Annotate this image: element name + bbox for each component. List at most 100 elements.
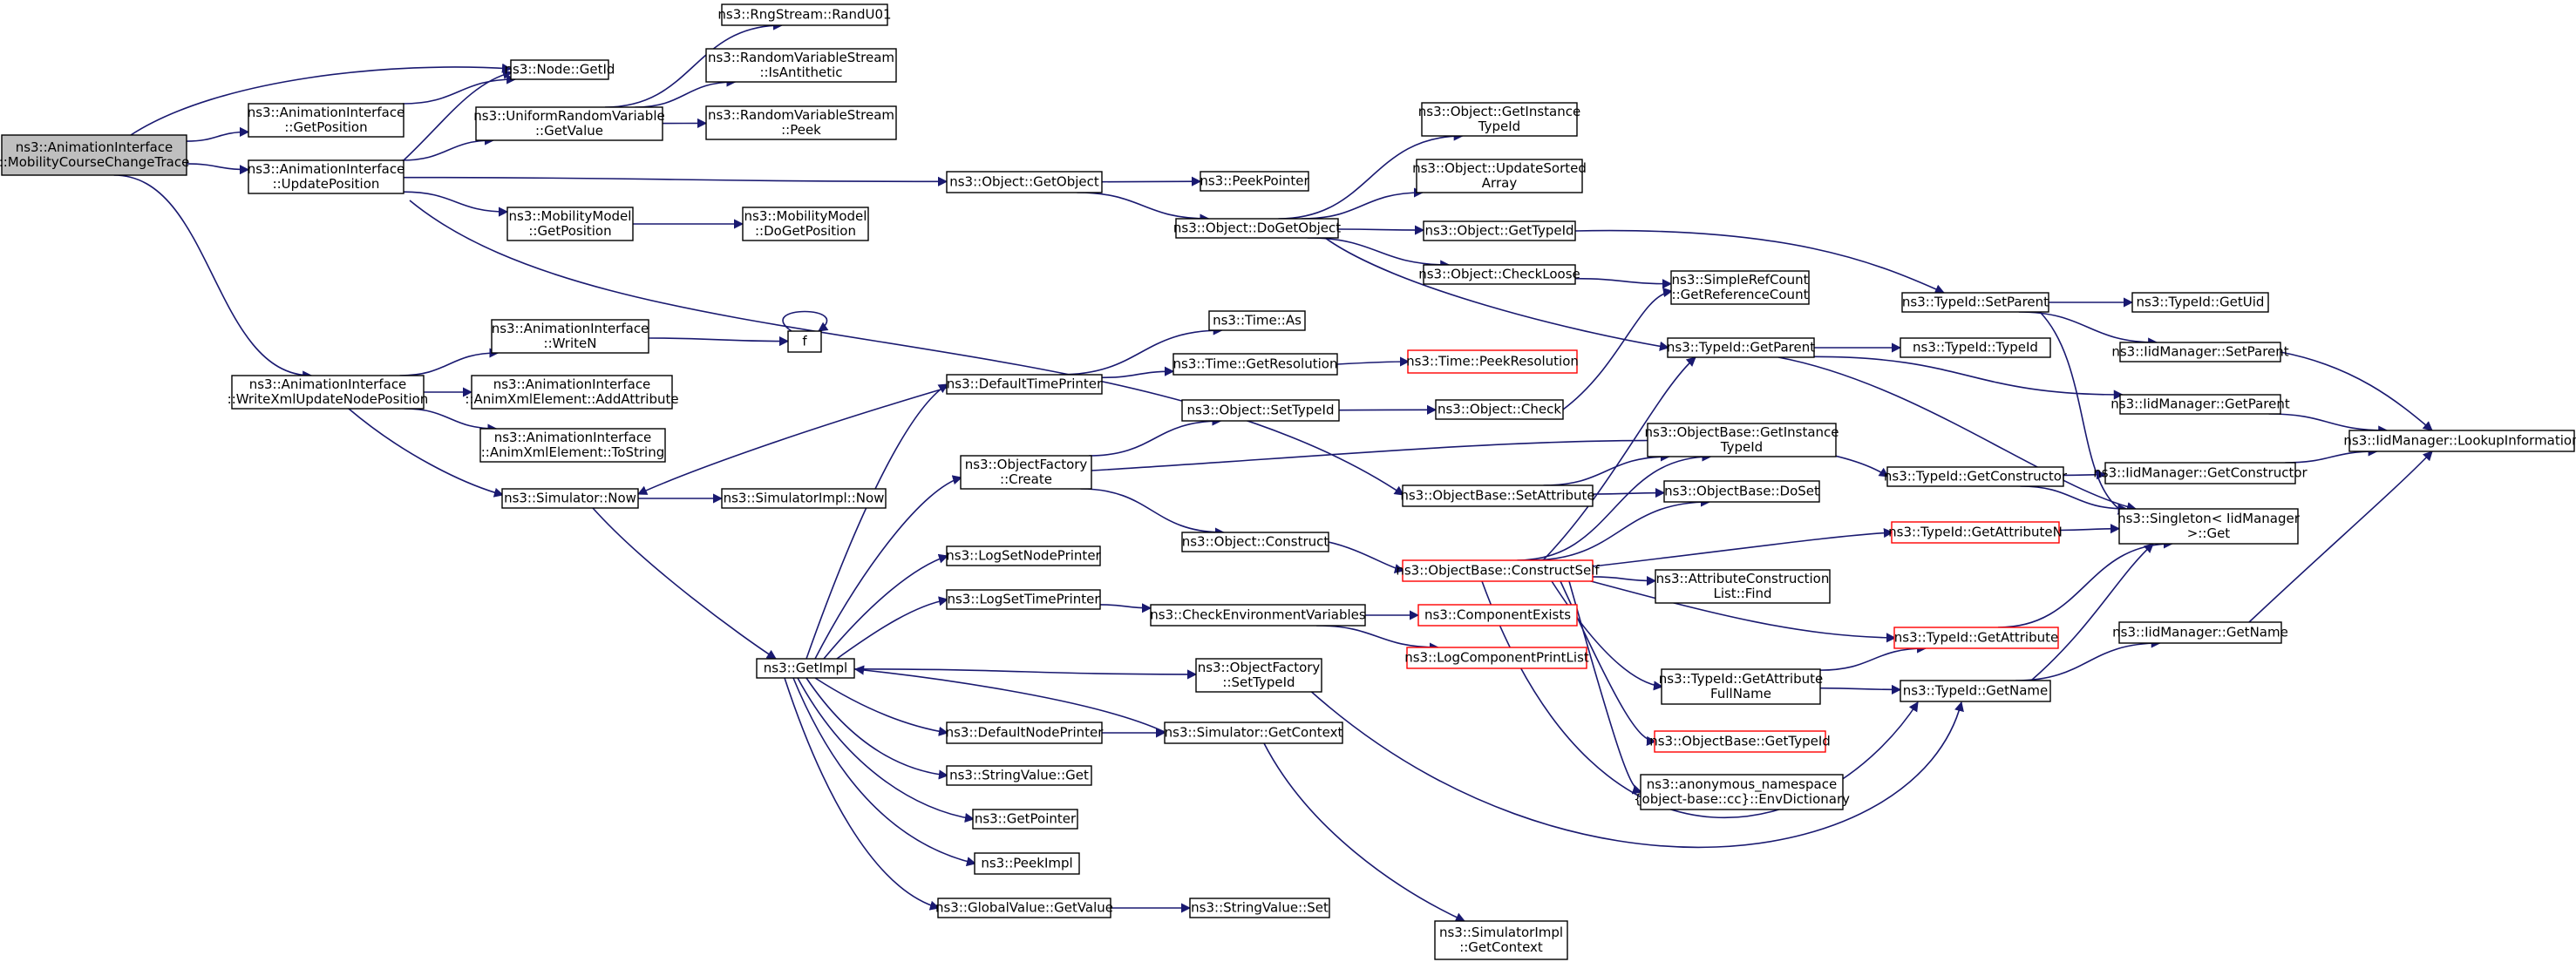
node-ai-write-n[interactable]: ns3::AnimationInterface::WriteN <box>491 319 649 354</box>
node-label: ns3::IidManager::GetConstructor <box>2093 465 2308 481</box>
node-box <box>1667 337 1815 358</box>
node-to-string[interactable]: ns3::AnimationInterface::AnimXmlElement:… <box>479 428 666 463</box>
node-label: ::AnimXmlElement::AddAttribute <box>465 391 678 407</box>
node-mm-get-position[interactable]: ns3::MobilityModel::GetPosition <box>506 207 634 241</box>
node-rvs-peek[interactable]: ns3::RandomVariableStream::Peek <box>705 105 897 140</box>
node-tid-get-uid[interactable]: ns3::TypeId::GetUid <box>2131 292 2269 313</box>
node-label: ns3::Object::GetObject <box>949 174 1099 190</box>
node-box <box>1661 668 1821 705</box>
node-tid-type-id[interactable]: ns3::TypeId::TypeId <box>1900 337 2051 358</box>
node-log-set-time-printer[interactable]: ns3::LogSetTimePrinter <box>946 589 1101 610</box>
call-edge-tid-get-constructor-to-im-get-constructor <box>2063 470 2107 480</box>
node-label: ns3::AnimationInterface <box>249 376 407 392</box>
call-edge-im-get-name-to-im-lookup-info <box>2248 451 2433 623</box>
call-edge-ob-construct-self-to-ob-get-inst-type-id <box>1517 451 1712 561</box>
node-tid-get-name[interactable]: ns3::TypeId::GetName <box>1900 680 2051 702</box>
node-sim-impl-get-context[interactable]: ns3::SimulatorImpl::GetContext <box>1434 920 1568 960</box>
node-box <box>1423 220 1576 241</box>
node-obj-set-type-id[interactable]: ns3::Object::SetTypeId <box>1181 399 1340 422</box>
node-component-exists[interactable]: ns3::ComponentExists <box>1417 604 1578 627</box>
node-ob-get-type-id[interactable]: ns3::ObjectBase::GetTypeId <box>1649 730 1831 753</box>
node-string-value-set[interactable]: ns3::StringValue::Set <box>1189 898 1330 918</box>
node-time-as[interactable]: ns3::Time::As <box>1208 310 1306 331</box>
node-uniform-get-value[interactable]: ns3::UniformRandomVariable::GetValue <box>473 106 665 141</box>
node-box <box>510 59 609 80</box>
node-rng-rand-u01[interactable]: ns3::RngStream::RandU01 <box>717 3 892 26</box>
node-label: List::Find <box>1713 586 1771 601</box>
node-obj-get-object[interactable]: ns3::Object::GetObject <box>946 171 1103 193</box>
node-src-get-ref-count[interactable]: ns3::SimpleRefCount::GetReferenceCount <box>1670 270 1810 305</box>
node-ai-get-position[interactable]: ns3::AnimationInterface::GetPosition <box>248 103 405 138</box>
node-ai-write-xml[interactable]: ns3::AnimationInterface::WriteXmlUpdateN… <box>228 375 429 410</box>
node-sim-impl-now[interactable]: ns3::SimulatorImpl::Now <box>721 488 887 509</box>
node-im-get-name[interactable]: ns3::IidManager::GetName <box>2112 621 2288 644</box>
node-tid-get-parent[interactable]: ns3::TypeId::GetParent <box>1667 337 1815 358</box>
node-obj-check-loose[interactable]: ns3::Object::CheckLoose <box>1418 264 1580 285</box>
node-default-node-printer[interactable]: ns3::DefaultNodePrinter <box>946 722 1104 744</box>
node-ob-do-set[interactable]: ns3::ObjectBase::DoSet <box>1663 480 1820 503</box>
node-of-create[interactable]: ns3::ObjectFactory::Create <box>960 455 1092 490</box>
node-peek-pointer[interactable]: ns3::PeekPointer <box>1200 171 1309 192</box>
node-rvs-is-anti[interactable]: ns3::RandomVariableStream::IsAntithetic <box>705 48 897 83</box>
node-obj-construct[interactable]: ns3::Object::Construct <box>1181 532 1329 552</box>
node-box <box>248 103 404 138</box>
node-sim-now[interactable]: ns3::Simulator::Now <box>501 488 639 509</box>
node-node-get-id[interactable]: ns3::Node::GetId <box>505 59 615 80</box>
node-singleton-get[interactable]: ns3::Singleton< IidManager >::Get <box>2117 508 2301 545</box>
node-label: ns3::Time::GetResolution <box>1173 356 1338 372</box>
call-edge-f-to-f <box>782 310 829 332</box>
node-im-set-parent[interactable]: ns3::IidManager::SetParent <box>2111 342 2289 362</box>
node-string-value-get[interactable]: ns3::StringValue::Get <box>946 765 1092 786</box>
node-im-get-constructor[interactable]: ns3::IidManager::GetConstructor <box>2093 462 2308 484</box>
node-add-attr[interactable]: ns3::AnimationInterface::AnimXmlElement:… <box>465 375 679 410</box>
node-label: ns3::Object::CheckLoose <box>1418 267 1580 282</box>
node-box <box>1640 774 1844 810</box>
call-edge-ob-construct-self-to-ob-get-type-id <box>1560 580 1657 747</box>
node-f[interactable]: f <box>787 330 822 353</box>
node-ob-set-attribute[interactable]: ns3::ObjectBase::SetAttribute <box>1400 484 1595 507</box>
node-time-peek-res[interactable]: ns3::Time::PeekResolution <box>1406 349 1579 374</box>
call-edge-get-impl-to-gv-get-value <box>784 677 941 911</box>
node-box <box>1670 270 1810 305</box>
node-env-dictionary[interactable]: ns3::anonymous_namespace{object-base::cc… <box>1634 774 1850 810</box>
call-edge-ai-write-xml-to-to-string <box>404 408 498 434</box>
node-obj-check[interactable]: ns3::Object::Check <box>1435 399 1564 420</box>
node-label: ::GetContext <box>1459 939 1543 955</box>
node-obj-do-get-object[interactable]: ns3::Object::DoGetObject <box>1173 218 1341 239</box>
node-tid-get-attribute-n[interactable]: ns3::TypeId::GetAttributeN <box>1888 521 2063 544</box>
node-ai-update-position[interactable]: ns3::AnimationInterface::UpdatePosition <box>248 159 405 194</box>
node-ob-construct-self[interactable]: ns3::ObjectBase::ConstructSelf <box>1396 559 1600 582</box>
node-of-set-type-id[interactable]: ns3::ObjectFactory::SetTypeId <box>1195 658 1322 693</box>
node-box <box>2131 292 2269 313</box>
node-obj-get-type-id[interactable]: ns3::Object::GetTypeId <box>1423 220 1576 241</box>
node-get-impl[interactable]: ns3::GetImpl <box>756 658 855 679</box>
node-label: ns3::IidManager::GetParent <box>2110 396 2290 412</box>
node-root[interactable]: ns3::AnimationInterface::MobilityCourseC… <box>0 134 189 176</box>
node-get-pointer[interactable]: ns3::GetPointer <box>972 809 1078 830</box>
node-time-get-res[interactable]: ns3::Time::GetResolution <box>1172 353 1338 376</box>
node-tid-get-attribute[interactable]: ns3::TypeId::GetAttribute <box>1893 627 2059 649</box>
node-peek-impl[interactable]: ns3::PeekImpl <box>974 852 1080 875</box>
node-log-comp-print-list[interactable]: ns3::LogComponentPrintList <box>1404 647 1589 669</box>
node-tid-set-parent[interactable]: ns3::TypeId::SetParent <box>1901 292 2049 313</box>
node-mm-do-get-position[interactable]: ns3::MobilityModel::DoGetPosition <box>742 207 869 241</box>
node-check-env[interactable]: ns3::CheckEnvironmentVariables <box>1150 604 1366 627</box>
node-label: ns3::StringValue::Set <box>1191 900 1329 916</box>
call-edge-tid-get-parent-to-im-get-parent <box>1813 356 2124 400</box>
node-label: ns3::TypeId::GetAttribute <box>1659 671 1823 687</box>
node-sim-get-context[interactable]: ns3::Simulator::GetContext <box>1164 722 1343 744</box>
node-label: ns3::GetImpl <box>764 661 847 676</box>
node-im-lookup-info[interactable]: ns3::IidManager::LookupInformation <box>2343 430 2576 452</box>
node-label: ns3::AnimationInterface <box>492 321 649 336</box>
node-gv-get-value[interactable]: ns3::GlobalValue::GetValue <box>935 898 1113 918</box>
node-im-get-parent[interactable]: ns3::IidManager::GetParent <box>2110 394 2290 415</box>
node-default-time-printer[interactable]: ns3::DefaultTimePrinter <box>946 374 1103 395</box>
node-box <box>491 319 649 354</box>
node-log-set-node-printer[interactable]: ns3::LogSetNodePrinter <box>946 545 1102 566</box>
node-tid-get-constructor[interactable]: ns3::TypeId::GetConstructor <box>1884 466 2068 487</box>
